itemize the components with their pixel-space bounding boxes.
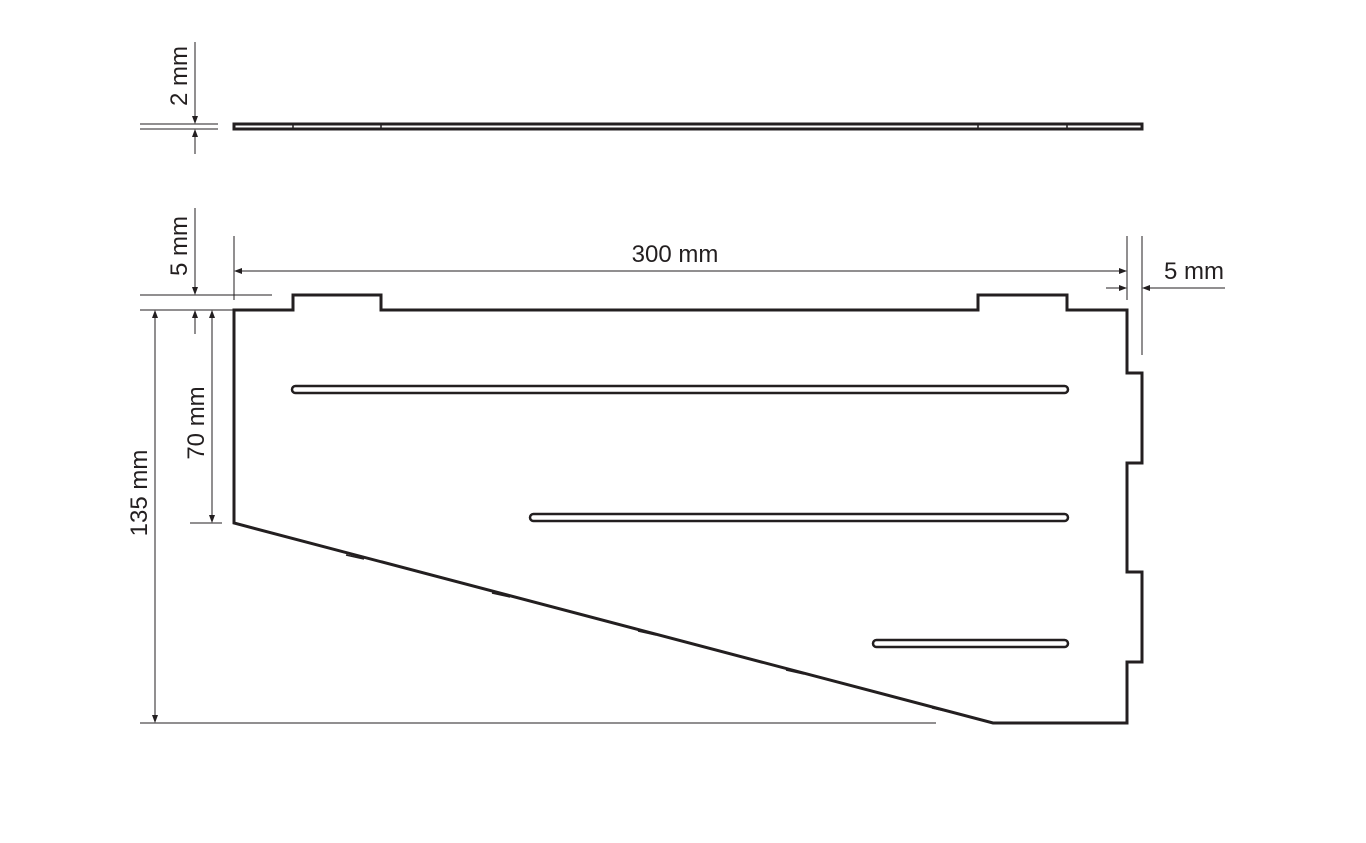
slot-middle: [528, 512, 1070, 523]
width-label: 300 mm: [632, 241, 719, 268]
top-offset-label: 5 mm: [166, 216, 193, 276]
inner-height-label: 70 mm: [183, 386, 210, 459]
top-view-plate: [232, 122, 1144, 131]
thickness-dimension: 2 mm: [140, 42, 218, 154]
top-offset-dimension: 5 mm: [140, 208, 272, 334]
drainage-slots: [290, 384, 1070, 649]
shelf-outline: [232, 293, 1144, 725]
total-height-label: 135 mm: [126, 450, 153, 537]
side-offset-label: 5 mm: [1164, 258, 1224, 285]
inner-height-dimension: 70 mm: [183, 310, 222, 524]
total-height-dimension: 135 mm: [126, 310, 936, 724]
thickness-label: 2 mm: [166, 46, 193, 106]
slot-top: [290, 384, 1070, 395]
side-offset-dimension: 5 mm: [1106, 236, 1225, 355]
slot-bottom: [871, 638, 1070, 649]
width-dimension: 300 mm: [233, 236, 1128, 300]
